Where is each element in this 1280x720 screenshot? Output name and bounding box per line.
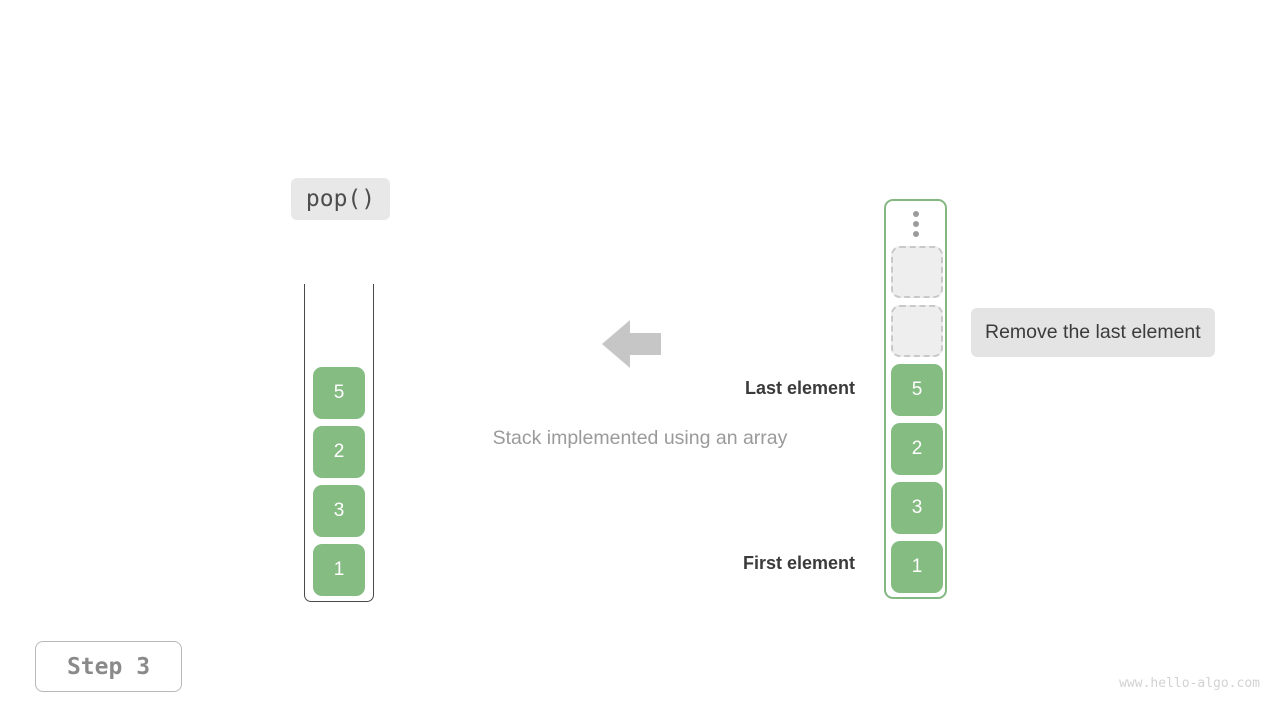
vertical-ellipsis-icon: [886, 211, 945, 237]
annotation-callout: Remove the last element: [971, 308, 1215, 357]
array-container: 5 2 3 1: [884, 199, 947, 599]
array-cell-list: 5 2 3 1: [891, 246, 943, 593]
array-cell-empty: [891, 305, 943, 357]
step-badge-text: Step 3: [66, 653, 151, 680]
stack-cell-list: 5 2 3 1: [313, 367, 365, 596]
ellipsis-dot: [912, 221, 919, 227]
ellipsis-dot: [912, 231, 919, 237]
array-cell-empty: [891, 246, 943, 298]
stack-cell: 5: [313, 367, 365, 419]
stack-abstract-container: 5 2 3 1: [304, 284, 374, 602]
watermark: www.hello-algo.com: [1119, 676, 1260, 691]
step-badge: Step 3: [35, 641, 182, 692]
array-cell: 1: [891, 541, 943, 593]
stack-cell: 3: [313, 485, 365, 537]
stack-container-frame: [304, 284, 374, 602]
ellipsis-dot: [912, 211, 919, 217]
stack-cell: 2: [313, 426, 365, 478]
annotation-text: Remove the last element: [985, 321, 1201, 343]
stack-cell: 1: [313, 544, 365, 596]
caption-first-element: First element: [742, 553, 855, 573]
subtitle-text: Stack implemented using an array: [492, 427, 788, 449]
array-cell: 2: [891, 423, 943, 475]
operation-label-text: pop(): [305, 186, 376, 212]
left-arrow-icon: [602, 320, 661, 368]
operation-label: pop(): [291, 178, 390, 220]
caption-last-element: Last element: [744, 378, 855, 398]
array-cell: 3: [891, 482, 943, 534]
array-cell: 5: [891, 364, 943, 416]
